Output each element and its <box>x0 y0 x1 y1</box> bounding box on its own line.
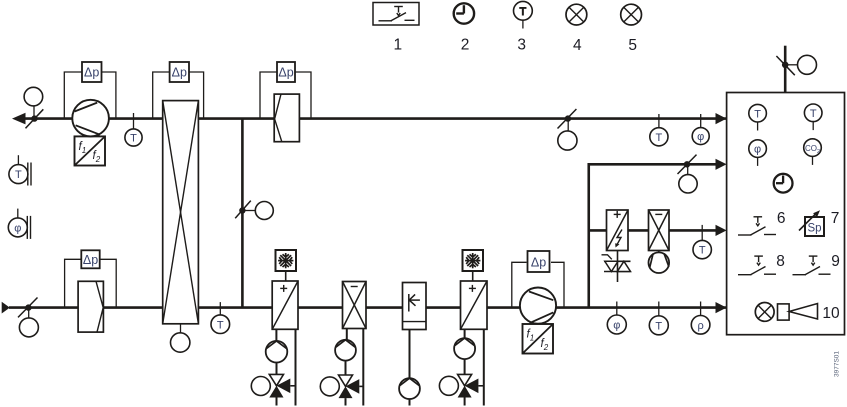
svg-text:Δp: Δp <box>83 253 98 267</box>
svg-text:10: 10 <box>822 305 840 322</box>
svg-text:T: T <box>810 108 817 120</box>
svg-text:φ: φ <box>697 131 704 143</box>
svg-text:3977S01: 3977S01 <box>834 351 841 377</box>
svg-text:T: T <box>520 6 527 18</box>
svg-text:T: T <box>15 169 22 181</box>
svg-text:6: 6 <box>777 210 786 227</box>
svg-text:f2: f2 <box>93 150 101 164</box>
svg-text:T: T <box>130 133 137 145</box>
svg-text:Δp: Δp <box>278 66 293 80</box>
svg-text:T: T <box>655 320 662 332</box>
svg-text:5: 5 <box>628 37 637 54</box>
svg-text:1: 1 <box>393 37 402 54</box>
svg-text:Δp: Δp <box>172 66 187 80</box>
svg-text:φ: φ <box>14 223 21 235</box>
svg-text:3: 3 <box>517 37 526 54</box>
svg-text:ρ: ρ <box>697 320 703 332</box>
svg-text:f2: f2 <box>541 338 549 352</box>
svg-text:Δp: Δp <box>84 66 99 80</box>
svg-text:φ: φ <box>754 144 761 156</box>
svg-text:T: T <box>217 319 224 331</box>
svg-text:7: 7 <box>831 210 840 227</box>
svg-text:8: 8 <box>776 253 785 270</box>
svg-text:T: T <box>699 245 706 257</box>
svg-text:φ: φ <box>613 320 620 332</box>
svg-text:Sp: Sp <box>807 223 821 235</box>
svg-text:f1: f1 <box>527 329 535 343</box>
svg-text:T: T <box>656 132 663 144</box>
svg-text:4: 4 <box>573 37 582 54</box>
svg-text:T: T <box>754 108 761 120</box>
svg-text:f1: f1 <box>79 141 87 155</box>
svg-text:Δp: Δp <box>531 256 546 270</box>
svg-text:9: 9 <box>831 253 840 270</box>
svg-text:CO2: CO2 <box>805 144 820 155</box>
svg-text:2: 2 <box>461 37 470 54</box>
